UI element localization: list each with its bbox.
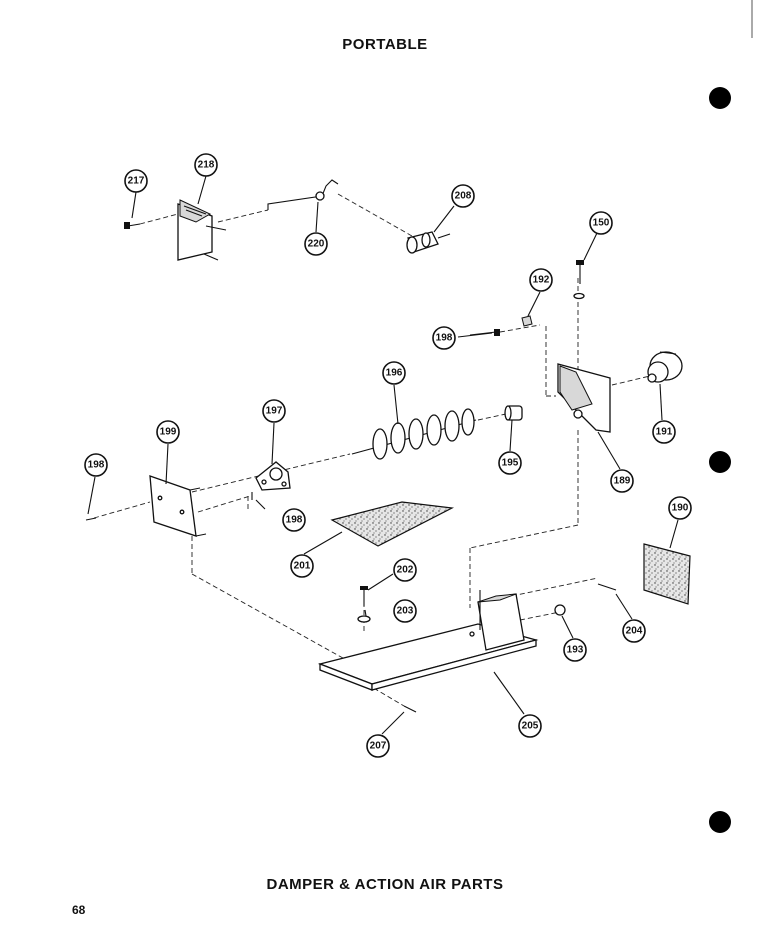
callout-150: 150 — [589, 211, 613, 235]
nut-192 — [521, 315, 533, 327]
callout-207: 207 — [366, 734, 390, 758]
svg-text:203: 203 — [397, 606, 414, 617]
filter-pad-201 — [330, 501, 455, 547]
callout-199: 199 — [156, 420, 180, 444]
page-title: PORTABLE — [342, 36, 428, 53]
svg-text:150: 150 — [593, 218, 610, 229]
svg-text:205: 205 — [522, 721, 539, 732]
svg-text:198: 198 — [286, 515, 303, 526]
screw-150 — [573, 260, 585, 300]
svg-text:196: 196 — [386, 368, 403, 379]
callout-197: 197 — [262, 399, 286, 423]
svg-text:191: 191 — [656, 427, 673, 438]
screw-202 — [360, 586, 368, 606]
callout-189: 189 — [610, 469, 634, 493]
callout-202: 202 — [393, 558, 417, 582]
binder-hole-top — [709, 87, 731, 109]
screw-207 — [403, 705, 417, 713]
screw-204 — [597, 583, 617, 591]
callout-205: 205 — [518, 714, 542, 738]
callout-203: 203 — [393, 599, 417, 623]
screw-217 — [124, 222, 141, 229]
svg-text:193: 193 — [567, 645, 584, 656]
page-caption: DAMPER & ACTION AIR PARTS — [266, 876, 504, 893]
filter-pad-190 — [643, 543, 691, 605]
rod-220 — [267, 179, 339, 210]
callout-220: 220 — [304, 232, 328, 256]
callout-204: 204 — [622, 619, 646, 643]
svg-text:202: 202 — [397, 565, 414, 576]
callout-196: 196 — [382, 361, 406, 385]
svg-text:201: 201 — [294, 561, 311, 572]
leader-lines — [87, 175, 679, 735]
bushing-195 — [504, 405, 523, 421]
svg-text:197: 197 — [266, 406, 283, 417]
pin-208 — [406, 231, 451, 254]
svg-text:208: 208 — [455, 191, 472, 202]
screw-198-left — [85, 517, 97, 521]
bracket-189 — [557, 363, 611, 433]
grommet-193 — [554, 604, 566, 616]
end-plate-199 — [149, 475, 207, 537]
auger-196 — [351, 408, 477, 460]
callout-193: 193 — [563, 638, 587, 662]
svg-text:220: 220 — [308, 239, 325, 250]
binder-hole-middle — [709, 451, 731, 473]
svg-text:190: 190 — [672, 503, 689, 514]
callout-191: 191 — [652, 420, 676, 444]
page-number: 68 — [72, 903, 86, 917]
svg-text:217: 217 — [128, 176, 145, 187]
svg-text:199: 199 — [160, 427, 177, 438]
callout-218: 218 — [194, 153, 218, 177]
base-plate-205 — [317, 590, 539, 691]
callout-201: 201 — [290, 554, 314, 578]
svg-text:195: 195 — [502, 458, 519, 469]
callout-198-middle: 198 — [282, 508, 306, 532]
callout-190: 190 — [668, 496, 692, 520]
svg-text:192: 192 — [533, 275, 550, 286]
binder-hole-bottom — [709, 811, 731, 833]
motor-191 — [647, 351, 683, 383]
svg-text:218: 218 — [198, 160, 215, 171]
bracket-197 — [255, 461, 291, 491]
callout-192: 192 — [529, 268, 553, 292]
svg-text:198: 198 — [88, 460, 105, 471]
svg-text:204: 204 — [626, 626, 643, 637]
callout-198-upper: 198 — [432, 326, 456, 350]
svg-text:189: 189 — [614, 476, 631, 487]
callout-198-left: 198 — [84, 453, 108, 477]
bracket-218 — [177, 199, 227, 261]
callout-195: 195 — [498, 451, 522, 475]
svg-text:207: 207 — [370, 741, 387, 752]
washer-203 — [357, 615, 371, 623]
assembly-lines — [93, 193, 651, 707]
callout-217: 217 — [124, 169, 148, 193]
svg-text:198: 198 — [436, 333, 453, 344]
callout-208: 208 — [451, 184, 475, 208]
